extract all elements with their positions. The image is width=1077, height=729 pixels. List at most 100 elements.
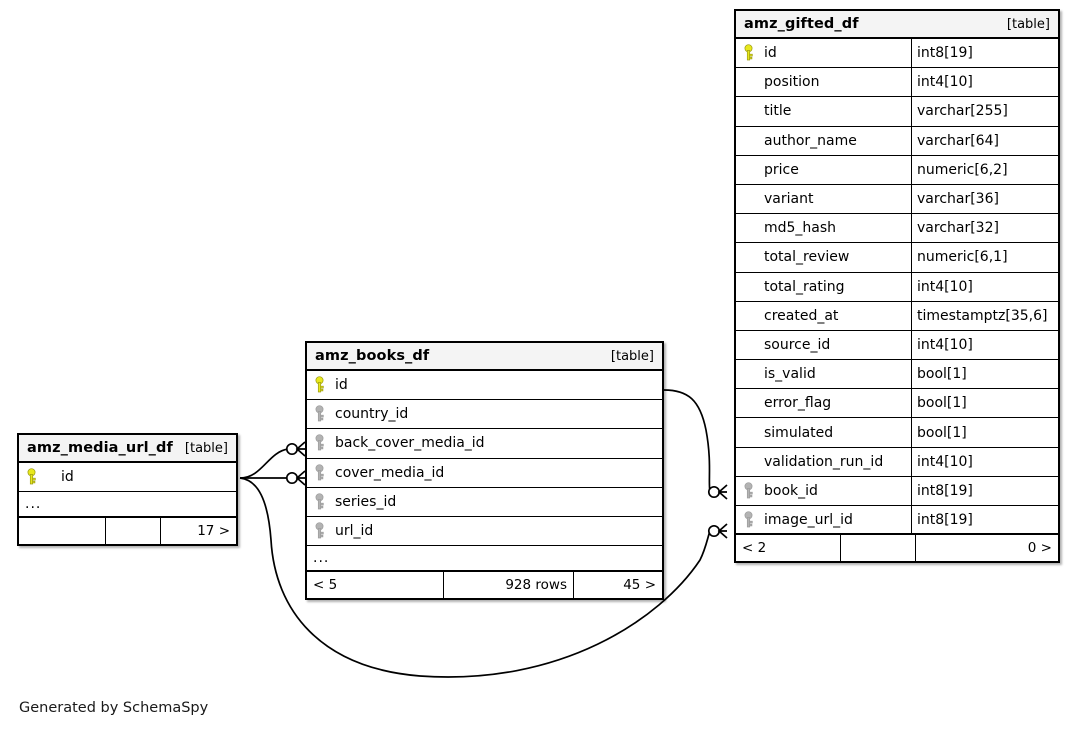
table-row[interactable]: id int8[19] (736, 39, 1058, 69)
column-name-cell: md5_hash (736, 214, 911, 242)
column-name-cell: total_rating (736, 273, 911, 301)
column-name-cell: book_id (736, 477, 911, 505)
footer-prev-count[interactable]: < 2 (742, 540, 767, 557)
table-row[interactable]: simulated bool[1] (736, 418, 1058, 448)
column-name-cell: position (736, 68, 911, 96)
column-name-cell: variant (736, 185, 911, 213)
footer-rows (840, 535, 915, 562)
column-name: book_id (764, 482, 818, 499)
primary-key-icon (742, 44, 755, 62)
table-row[interactable]: position int4[10] (736, 68, 1058, 98)
column-name: is_valid (764, 366, 816, 383)
marker-zero-back-cover (285, 442, 299, 456)
foreign-key-icon (313, 464, 326, 482)
table-row[interactable]: error_flag bool[1] (736, 389, 1058, 419)
column-name-cell: back_cover_media_id (307, 429, 662, 457)
table-row[interactable]: book_id int8[19] (736, 476, 1058, 506)
column-name-cell: author_name (736, 127, 911, 155)
table-row[interactable]: image_url_id int8[19] (736, 506, 1058, 536)
column-name: total_rating (764, 278, 845, 295)
column-name-cell: id (307, 371, 662, 399)
table-row[interactable]: author_name varchar[64] (736, 126, 1058, 156)
column-name-cell: id (19, 463, 236, 491)
table-amz-gifted-df[interactable]: amz_gifted_df [table] id int8[19] positi… (734, 9, 1060, 564)
column-name: id (764, 45, 777, 62)
table-footer: < 2 0 > (736, 535, 1058, 562)
column-name: created_at (764, 307, 839, 324)
table-row[interactable]: back_cover_media_id (307, 429, 662, 459)
footer-next-count[interactable]: 45 > (573, 572, 662, 599)
more-columns-indicator: ... (19, 492, 236, 519)
table-amz-books-df[interactable]: amz_books_df [table] id country_id back_… (305, 341, 664, 601)
primary-key-icon (25, 468, 38, 486)
table-footer: 17 > (19, 518, 236, 545)
column-type: timestamptz[35,6] (911, 301, 1058, 330)
footer-prev-count[interactable]: < 5 (313, 577, 338, 594)
foreign-key-icon (742, 482, 755, 500)
table-row[interactable]: price numeric[6,2] (736, 155, 1058, 185)
table-row[interactable]: cover_media_id (307, 459, 662, 488)
marker-many-book-id (717, 484, 728, 500)
table-header: amz_gifted_df [table] (736, 11, 1058, 39)
edge-books-to-book-id (663, 389, 711, 493)
table-row[interactable]: id (307, 371, 662, 401)
footer-next-count[interactable]: 17 > (160, 518, 236, 545)
table-row[interactable]: md5_hash varchar[32] (736, 214, 1058, 244)
table-row[interactable]: url_id (307, 517, 662, 547)
column-type: bool[1] (911, 360, 1058, 389)
table-row[interactable]: total_rating int4[10] (736, 272, 1058, 302)
primary-key-icon (313, 376, 326, 394)
column-type: int4[10] (911, 68, 1058, 97)
column-name-cell: total_review (736, 243, 911, 271)
column-name: simulated (764, 424, 834, 441)
column-name: back_cover_media_id (335, 435, 485, 452)
column-name-cell: image_url_id (736, 506, 911, 533)
marker-many-image-url (717, 523, 728, 539)
table-row[interactable]: is_valid bool[1] (736, 360, 1058, 390)
table-header: amz_media_url_df [table] (19, 435, 236, 463)
generated-by-caption: Generated by SchemaSpy (19, 700, 209, 716)
more-columns-indicator: ... (307, 546, 662, 573)
column-name: id (61, 469, 74, 486)
table-row[interactable]: created_at timestamptz[35,6] (736, 301, 1058, 331)
column-name-cell: url_id (307, 517, 662, 545)
table-row[interactable]: series_id (307, 488, 662, 517)
table-row[interactable]: title varchar[255] (736, 97, 1058, 127)
column-name: image_url_id (764, 511, 853, 528)
column-type: int8[19] (911, 39, 1058, 68)
column-name-cell: price (736, 156, 911, 184)
table-row[interactable]: source_id int4[10] (736, 330, 1058, 361)
table-title: amz_media_url_df (27, 440, 173, 456)
column-name: total_review (764, 249, 850, 266)
column-name: series_id (335, 493, 397, 510)
table-header: amz_books_df [table] (307, 343, 662, 371)
table-row[interactable]: total_review numeric[6,1] (736, 243, 1058, 273)
column-name-cell: is_valid (736, 360, 911, 388)
table-row[interactable]: id (19, 463, 236, 493)
column-name-cell: id (736, 39, 911, 67)
footer-prev-count[interactable] (19, 518, 105, 544)
column-name: url_id (335, 523, 374, 540)
footer-rows: 928 rows (443, 572, 573, 599)
column-name: cover_media_id (335, 464, 445, 481)
column-name-cell: source_id (736, 331, 911, 359)
edge-media-to-back-cover (239, 448, 289, 479)
column-name-cell: title (736, 97, 911, 125)
table-row[interactable]: country_id (307, 400, 662, 430)
column-type: numeric[6,1] (911, 243, 1058, 272)
table-row[interactable]: variant varchar[36] (736, 184, 1058, 215)
column-type: bool[1] (911, 418, 1058, 447)
column-type: numeric[6,2] (911, 155, 1058, 184)
column-name-cell: error_flag (736, 389, 911, 417)
table-row[interactable]: validation_run_id int4[10] (736, 447, 1058, 477)
table-footer: < 5 928 rows 45 > (307, 572, 662, 599)
column-type: bool[1] (911, 389, 1058, 418)
foreign-key-icon (313, 493, 326, 511)
marker-many-back-cover (295, 441, 306, 457)
column-type: int4[10] (911, 330, 1058, 360)
table-amz-media-url-df[interactable]: amz_media_url_df [table] id ... 17 > (17, 433, 238, 547)
column-name: md5_hash (764, 220, 837, 237)
column-name: error_flag (764, 395, 832, 412)
footer-next-count[interactable]: 0 > (915, 535, 1058, 562)
column-name-cell: validation_run_id (736, 448, 911, 476)
